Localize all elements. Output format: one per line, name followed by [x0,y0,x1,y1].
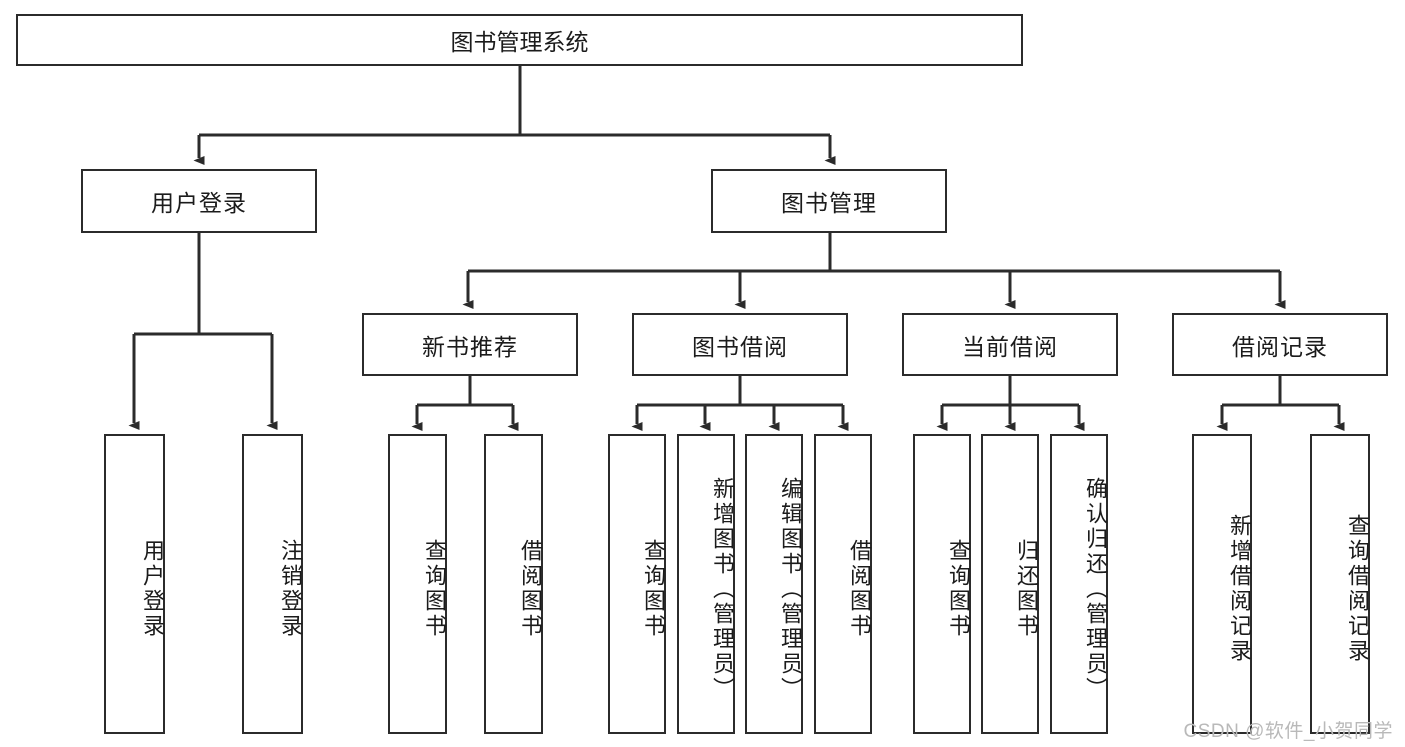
leaf-borrow-add-book-admin[interactable]: 新增图书（管理员） [677,434,735,734]
node-label: 查询图书 [641,539,666,639]
leaf-user-login-logout[interactable]: 注销登录 [242,434,303,734]
node-label: 图书管理系统 [450,29,589,55]
node-label: 图书管理 [781,190,877,216]
node-book-borrow[interactable]: 图书借阅 [632,313,848,376]
node-label: 当前借阅 [962,333,1058,360]
node-label: 借阅图书 [847,539,872,639]
node-label: 借阅记录 [1232,333,1328,360]
node-current-borrow[interactable]: 当前借阅 [902,313,1118,376]
leaf-borrow-borrow-book[interactable]: 借阅图书 [814,434,872,734]
watermark-text: CSDN @软件_小贺同学 [1183,721,1393,742]
node-label: 新增图书（管理员） [710,476,735,702]
node-label: 新增借阅记录 [1227,514,1252,664]
leaf-recommend-query-book[interactable]: 查询图书 [388,434,447,734]
node-book-management[interactable]: 图书管理 [711,169,947,233]
leaf-borrow-query-book[interactable]: 查询图书 [608,434,666,734]
node-root-system[interactable]: 图书管理系统 [16,14,1023,66]
node-label: 新书推荐 [422,333,518,360]
leaf-current-confirm-return-admin[interactable]: 确认归还（管理员） [1050,434,1108,734]
leaf-current-return-book[interactable]: 归还图书 [981,434,1039,734]
node-label: 归还图书 [1014,539,1039,639]
leaf-user-login-login[interactable]: 用户登录 [104,434,165,734]
leaf-record-add-record[interactable]: 新增借阅记录 [1192,434,1252,734]
leaf-borrow-edit-book-admin[interactable]: 编辑图书（管理员） [745,434,803,734]
node-label: 编辑图书（管理员） [778,476,803,702]
node-user-login[interactable]: 用户登录 [81,169,317,233]
leaf-record-query-record[interactable]: 查询借阅记录 [1310,434,1370,734]
leaf-recommend-borrow-book[interactable]: 借阅图书 [484,434,543,734]
leaf-current-query-book[interactable]: 查询图书 [913,434,971,734]
node-label: 用户登录 [151,190,247,216]
node-label: 借阅图书 [518,539,543,639]
node-borrow-record[interactable]: 借阅记录 [1172,313,1388,376]
node-label: 查询图书 [422,539,447,639]
node-label: 查询图书 [946,539,971,639]
node-label: 确认归还（管理员） [1083,476,1108,702]
node-label: 注销登录 [278,539,303,639]
node-new-book-recommend[interactable]: 新书推荐 [362,313,578,376]
node-label: 图书借阅 [692,333,788,360]
node-label: 查询借阅记录 [1345,514,1370,664]
node-label: 用户登录 [140,539,165,639]
